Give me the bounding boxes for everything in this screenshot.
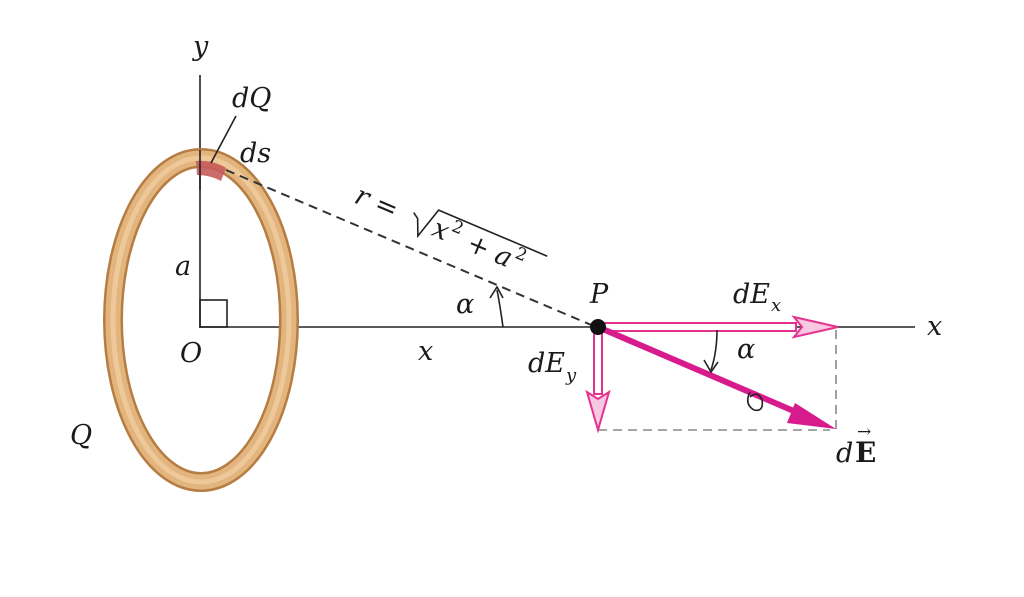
svg-text:E: E [855, 436, 876, 469]
sqrt-radical [413, 209, 548, 257]
alpha-arc-right [710, 329, 718, 371]
svg-text:→: → [857, 422, 871, 442]
dEx-arrow [597, 315, 839, 339]
svg-text:y: y [565, 365, 577, 386]
dQ-pointer [210, 115, 237, 164]
ds-label: ds [240, 138, 271, 169]
right-angle-mark [199, 299, 228, 328]
svg-text:a: a [490, 239, 517, 274]
svg-text:d: d [836, 438, 853, 469]
point-P [590, 319, 606, 335]
alpha-label-right: α [737, 334, 755, 365]
origin-label: O [180, 338, 202, 369]
svg-text:dE: dE [528, 348, 565, 379]
dEy-label: dE y [528, 348, 577, 386]
svg-text:dE: dE [733, 279, 770, 310]
svg-text:x: x [771, 295, 781, 316]
svg-text:+: + [463, 228, 495, 264]
charge-element-ds [196, 160, 226, 181]
y-axis-label: y [192, 31, 209, 62]
dE-vector-label: d E → [836, 422, 876, 469]
distance-x-label: x [418, 336, 433, 367]
alpha-arc-left [496, 289, 504, 328]
x-axis-label: x [927, 311, 942, 342]
svg-text:r =: r = [350, 180, 403, 226]
dEy-arrow [585, 329, 611, 434]
dEx-label: dE x [733, 279, 781, 316]
r-dashed-line [225, 169, 597, 328]
total-charge-label: Q [70, 420, 92, 451]
dQ-label: dQ [232, 83, 271, 114]
dE-loop-mark [746, 391, 764, 412]
radius-a-label: a [175, 251, 191, 282]
charged-ring [103, 148, 299, 492]
r-formula: r = x 2 + a 2 [350, 180, 548, 274]
alpha-label-left: α [456, 289, 474, 320]
dE-arrow [596, 324, 836, 429]
point-P-label: P [589, 279, 609, 310]
